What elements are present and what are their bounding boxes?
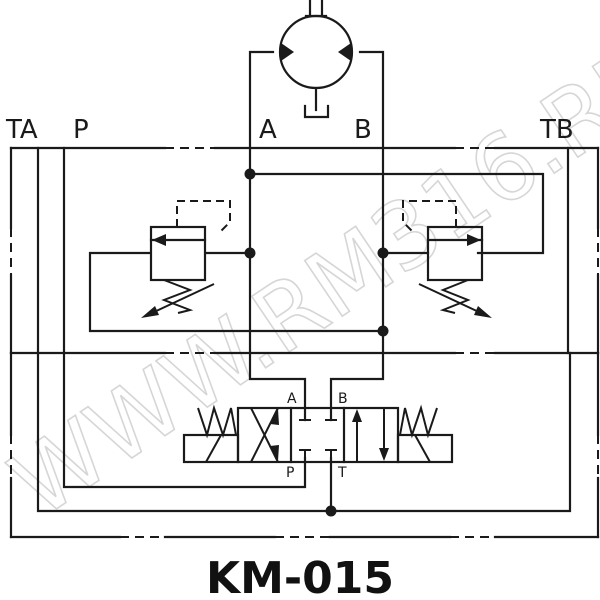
left-spring-icon xyxy=(197,404,237,439)
port-label-a: A xyxy=(259,115,277,145)
port-label-b: B xyxy=(354,115,372,145)
line-a-to-motor xyxy=(248,50,275,150)
motor-triangle-right-icon xyxy=(338,43,351,61)
valve-port-b: B xyxy=(338,391,348,407)
relief-valve-a xyxy=(141,200,231,318)
valve-port-a: A xyxy=(287,391,297,407)
hydraulic-motor xyxy=(248,0,385,150)
diagram-title: KM-015 xyxy=(206,553,394,600)
port-label-ta: TA xyxy=(5,115,38,145)
pressure-line xyxy=(62,351,307,489)
junction-dot xyxy=(244,168,256,180)
upper-block xyxy=(9,146,600,355)
relief-b-adjust-arrow-icon xyxy=(474,306,492,318)
tank-return-line xyxy=(36,351,572,513)
line-a-to-valve xyxy=(248,351,307,422)
valve-port-p: P xyxy=(286,465,294,481)
relief-a-adjust-arrow-icon xyxy=(141,306,159,318)
port-label-tb: TB xyxy=(539,115,574,145)
line-b-to-valve xyxy=(329,351,385,422)
junction-dot xyxy=(377,247,389,259)
junction-dot xyxy=(377,325,389,337)
relief-b-arrow-icon xyxy=(467,234,481,246)
lower-block xyxy=(9,351,600,539)
directional-valve xyxy=(182,404,454,464)
valve-port-t: T xyxy=(337,465,347,481)
junction-dot xyxy=(325,505,337,517)
line-a-to-relief-b-outlet xyxy=(248,172,545,255)
relief-valve-b xyxy=(402,200,492,318)
junction-dot xyxy=(244,247,256,259)
motor-drain-tank-icon xyxy=(303,104,330,119)
right-spring-icon xyxy=(399,404,438,439)
relief-a-spring-icon xyxy=(161,279,194,314)
line-b-to-relief-a-outlet xyxy=(88,251,385,333)
port-label-p: P xyxy=(73,115,89,145)
relief-b-spring-icon xyxy=(439,279,471,314)
relief-a-arrow-icon xyxy=(152,234,166,246)
line-b-to-motor xyxy=(358,50,385,150)
motor-triangle-left-icon xyxy=(281,43,294,61)
